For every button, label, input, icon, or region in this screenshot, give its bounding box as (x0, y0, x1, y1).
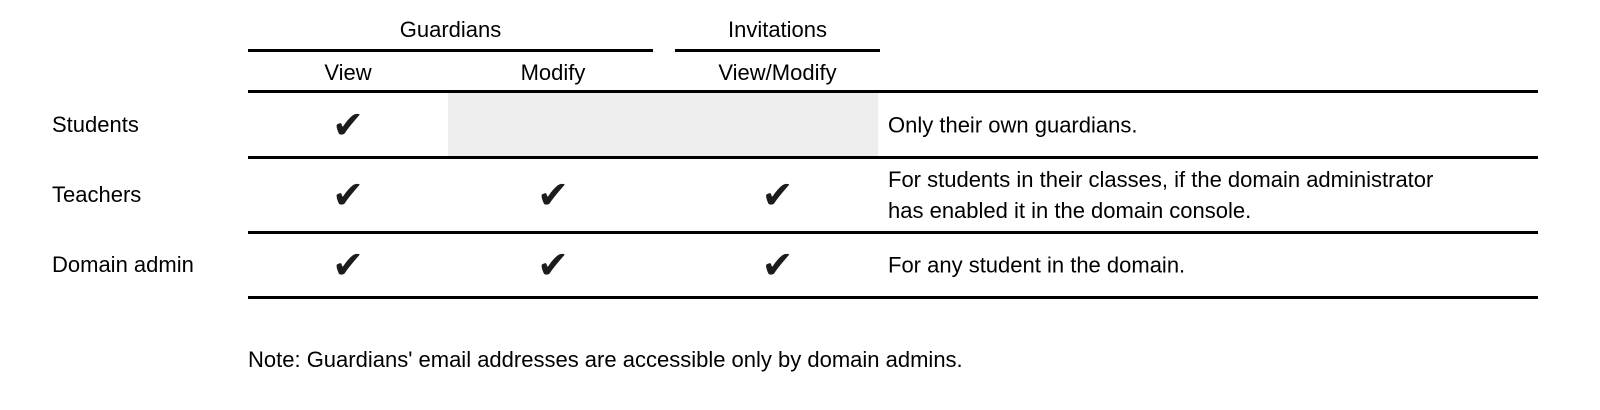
check-cell-guardians-view: ✔ (248, 245, 448, 285)
column-header-view: View (324, 60, 372, 85)
annotation-line: Only their own guardians. (888, 112, 1138, 137)
column-header-modify: Modify (520, 60, 586, 85)
column-group-guardians-label: Guardians (399, 17, 502, 42)
check-cell-invitations-view-modify: ✔ (675, 175, 880, 215)
check-icon: ✔ (761, 243, 794, 287)
row-label: Domain admin (52, 252, 194, 277)
not-applicable-shading (448, 93, 878, 156)
check-cell-guardians-modify: ✔ (453, 175, 653, 215)
row-annotation: Only their own guardians. (888, 109, 1543, 140)
row-annotation: For students in their classes, if the do… (888, 164, 1543, 226)
column-group-invitations-label: Invitations (727, 17, 828, 42)
check-icon: ✔ (332, 173, 364, 217)
header-divider (248, 90, 1538, 93)
check-icon: ✔ (537, 173, 569, 217)
table-row-teachers: Teachers ✔ ✔ ✔ For students in their cla… (0, 159, 1600, 231)
check-cell-guardians-modify: ✔ (453, 245, 653, 285)
check-cell-guardians-view: ✔ (248, 105, 448, 145)
footnote: Note: Guardians' email addresses are acc… (248, 347, 963, 372)
guardians-underline (248, 49, 653, 52)
annotation-line: For students in their classes, if the do… (888, 167, 1434, 192)
check-icon: ✔ (332, 243, 364, 287)
check-icon: ✔ (332, 102, 364, 147)
table-row-students: Students ✔ Only their own guardians. (0, 93, 1600, 156)
row-label: Teachers (52, 182, 142, 207)
check-icon: ✔ (537, 243, 569, 287)
row-divider-students (248, 156, 1538, 159)
annotation-line: has enabled it in the domain console. (888, 198, 1252, 223)
row-label: Students (52, 111, 139, 137)
invitations-underline (675, 49, 880, 52)
check-icon: ✔ (761, 173, 794, 217)
check-cell-guardians-view: ✔ (248, 175, 448, 215)
column-header-view-modify: View/Modify (718, 60, 837, 85)
table-row-domain-admin: Domain admin ✔ ✔ ✔ For any student in th… (0, 234, 1600, 296)
annotation-line: For any student in the domain. (888, 252, 1186, 278)
row-annotation: For any student in the domain. (888, 250, 1543, 281)
table-bottom-border (248, 296, 1538, 299)
row-divider-teachers (248, 231, 1538, 234)
check-cell-invitations-view-modify: ✔ (675, 245, 880, 285)
